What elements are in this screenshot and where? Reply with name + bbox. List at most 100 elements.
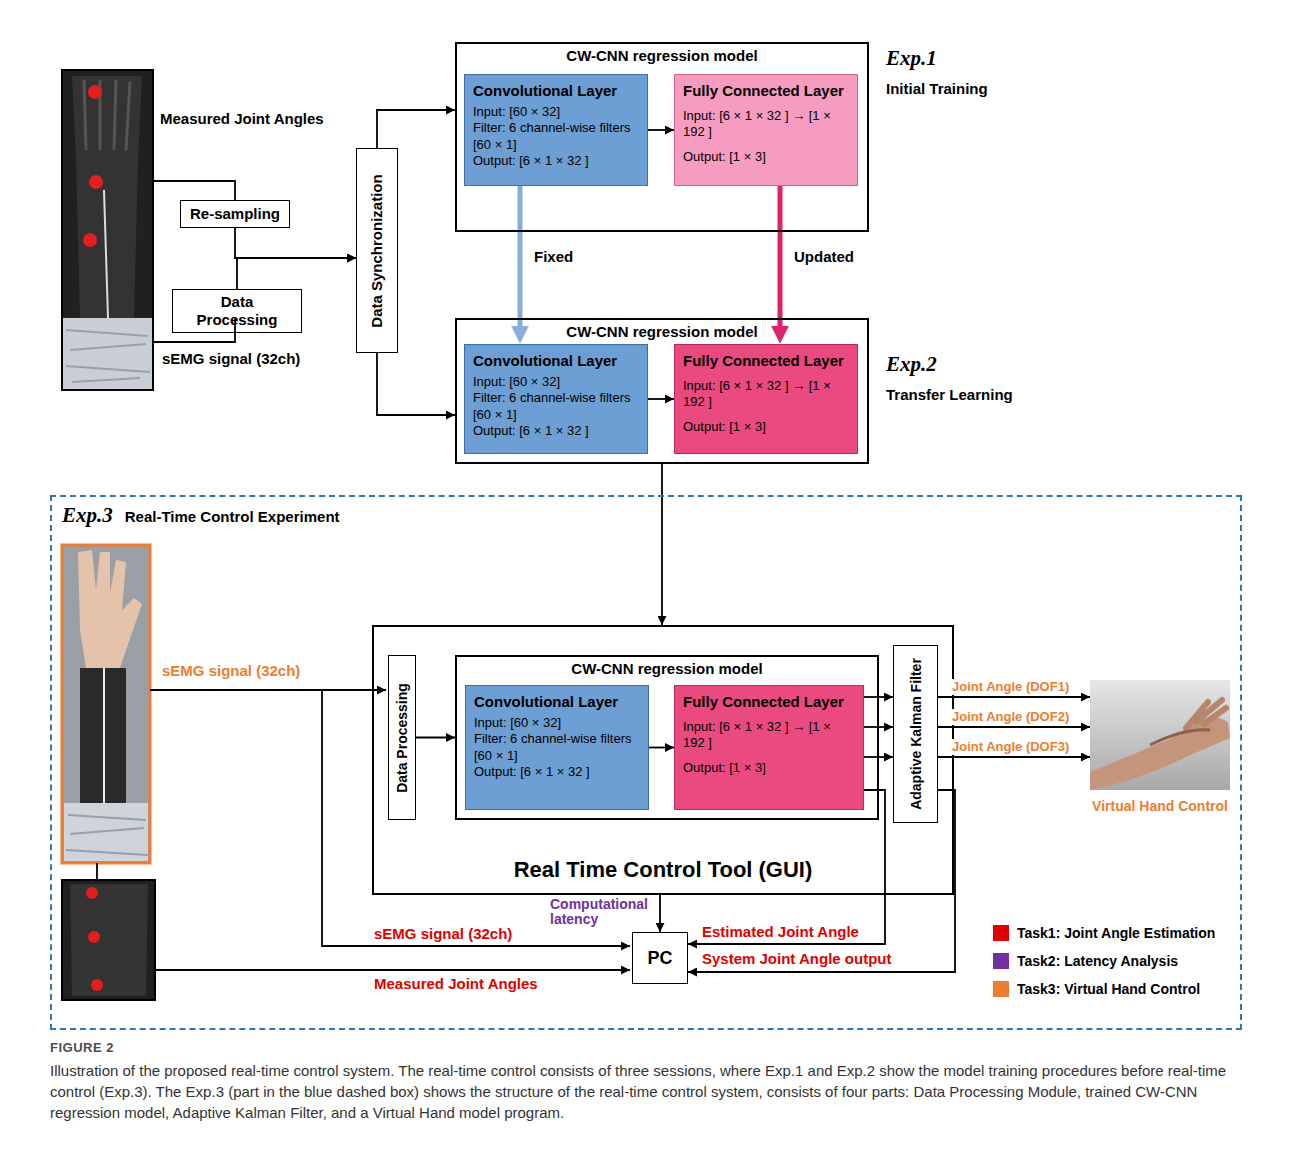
node-text: Output: [1 × 3]: [683, 419, 849, 435]
glove-photo: [62, 70, 153, 390]
legend-item: Task2: Latency Analysis: [993, 953, 1178, 969]
edge-label: Fixed: [532, 248, 575, 266]
process-box: Data Processing: [388, 655, 416, 820]
node-text: Real-Time Control Experiment: [125, 508, 340, 525]
node-text: CW-CNN regression model: [457, 323, 867, 341]
node-text: Convolutional Layer: [473, 352, 639, 370]
finger-lines: [84, 80, 130, 150]
layer-box: Convolutional LayerInput: [60 × 32]Filte…: [464, 344, 648, 454]
node-text: Exp.3: [62, 503, 113, 528]
marker-dot: [86, 887, 98, 899]
marker-dot: [91, 979, 103, 991]
foil-wrap: [64, 803, 148, 861]
legend-text: Task2: Latency Analysis: [1017, 953, 1178, 969]
connector: [661, 464, 663, 625]
text-group: CW-CNN regression model: [457, 660, 877, 678]
node-text: Data Processing: [394, 683, 411, 793]
layer-box: Fully Connected LayerInput: [6 × 1 × 32 …: [674, 74, 858, 186]
text-group: Re-sampling: [190, 205, 280, 223]
glove-shape: [70, 884, 148, 996]
edge-label: Updated: [792, 248, 856, 266]
text-group: Convolutional LayerInput: [60 × 32]Filte…: [473, 82, 639, 169]
node-text: Filter: 6 channel-wise filters [60 × 1]: [473, 120, 639, 153]
zipper: [103, 668, 105, 803]
text-group: PC: [647, 948, 672, 969]
foil-wrap: [63, 318, 152, 389]
node-text: Convolutional Layer: [473, 82, 639, 100]
text-group: Adaptive Kalman Filter: [907, 658, 924, 810]
node-text: Convolutional Layer: [474, 693, 640, 711]
node-text: Output: [1 × 3]: [683, 760, 855, 776]
annotation: sEMG signal (32ch): [372, 925, 514, 943]
legend-swatch: [993, 925, 1009, 941]
node-text: Output: [1 × 3]: [683, 149, 849, 165]
experiment-region: Exp.3 Real-Time Control ExperimentReal Ti…: [50, 495, 1242, 1030]
sleeve: [80, 668, 126, 803]
text-group: Exp.3 Real-Time Control Experiment: [62, 503, 340, 528]
text-group: Convolutional LayerInput: [60 × 32]Filte…: [473, 352, 639, 439]
node-text: Input: [60 × 32]: [474, 715, 640, 731]
node-text: Input: [60 × 32]: [473, 374, 639, 390]
node-text: Input: [6 × 1 × 32 ] → [1 × 192 ]: [683, 719, 855, 752]
figure-caption: Illustration of the proposed real-time c…: [50, 1060, 1240, 1123]
text-group: CW-CNN regression model: [457, 323, 867, 341]
node-text: Adaptive Kalman Filter: [907, 658, 924, 810]
annotation: Exp.2: [884, 352, 939, 377]
text-group: Convolutional LayerInput: [60 × 32]Filte…: [474, 693, 640, 780]
legend-text: Task3: Virtual Hand Control: [1017, 981, 1200, 997]
photo-frame: [62, 545, 150, 863]
node-text: Filter: 6 channel-wise filters [60 × 1]: [474, 731, 640, 764]
wire: [96, 863, 98, 880]
text-group: Real Time Control Tool (GUI): [374, 857, 952, 883]
process-box: Re-sampling: [180, 200, 290, 228]
node-text: Output: [6 × 1 × 32 ]: [473, 153, 639, 169]
legend-item: Task1: Joint Angle Estimation: [993, 925, 1215, 941]
connector: [518, 186, 523, 333]
node-text: CW-CNN regression model: [457, 660, 877, 678]
node-text: Filter: 6 channel-wise filters [60 × 1]: [473, 390, 639, 423]
foil-folds: [66, 815, 148, 855]
connector: [778, 186, 783, 333]
render-ground: [1090, 680, 1230, 790]
connector: [416, 737, 455, 739]
legend-item: Task3: Virtual Hand Control: [993, 981, 1200, 997]
node-text: Data Processing: [179, 293, 295, 329]
virtual-hand: Virtual Hand Control: [1090, 680, 1230, 790]
fingers: [1186, 700, 1226, 728]
wire: [153, 181, 235, 200]
node-text: Output: [6 × 1 × 32 ]: [474, 764, 640, 780]
connector: [938, 696, 1090, 698]
connector: [659, 895, 661, 932]
node-text: PC: [647, 948, 672, 969]
layer-box: Convolutional LayerInput: [60 × 32]Filte…: [465, 685, 649, 810]
process-box: Data Processing: [172, 289, 302, 333]
marker-dot: [89, 175, 103, 189]
marker-dot: [88, 85, 102, 99]
arm-photo: [62, 545, 150, 863]
text-group: Fully Connected LayerInput: [6 × 1 × 32 …: [683, 352, 849, 435]
node-text: Input: [6 × 1 × 32 ] → [1 × 192 ]: [683, 108, 849, 141]
marker-dot: [83, 233, 97, 247]
text-group: Data Synchronization: [368, 174, 386, 327]
text-group: Virtual Hand Control: [1092, 798, 1228, 814]
annotation: Measured Joint Angles: [372, 975, 540, 993]
wire: [155, 969, 630, 971]
legend-text: Task1: Joint Angle Estimation: [1017, 925, 1215, 941]
layer-box: Fully Connected LayerInput: [6 × 1 × 32 …: [674, 344, 858, 454]
model-box: CW-CNN regression modelConvolutional Lay…: [455, 655, 879, 820]
connector: [649, 747, 674, 749]
tool-box: Real Time Control Tool (GUI) Data Process…: [372, 625, 954, 895]
connector: [938, 726, 1090, 728]
glove-shape: [72, 76, 142, 318]
annotation: sEMG signal (32ch): [160, 662, 302, 680]
node-text: Virtual Hand Control: [1092, 798, 1228, 814]
text-group: Data Processing: [179, 293, 295, 329]
node-text: Fully Connected Layer: [683, 352, 849, 370]
figure-title: FIGURE 2: [50, 1040, 114, 1055]
node-text: Input: [6 × 1 × 32 ] → [1 × 192 ]: [683, 378, 849, 411]
connector: [377, 353, 455, 415]
connector: [938, 756, 1090, 758]
legend-swatch: [993, 953, 1009, 969]
